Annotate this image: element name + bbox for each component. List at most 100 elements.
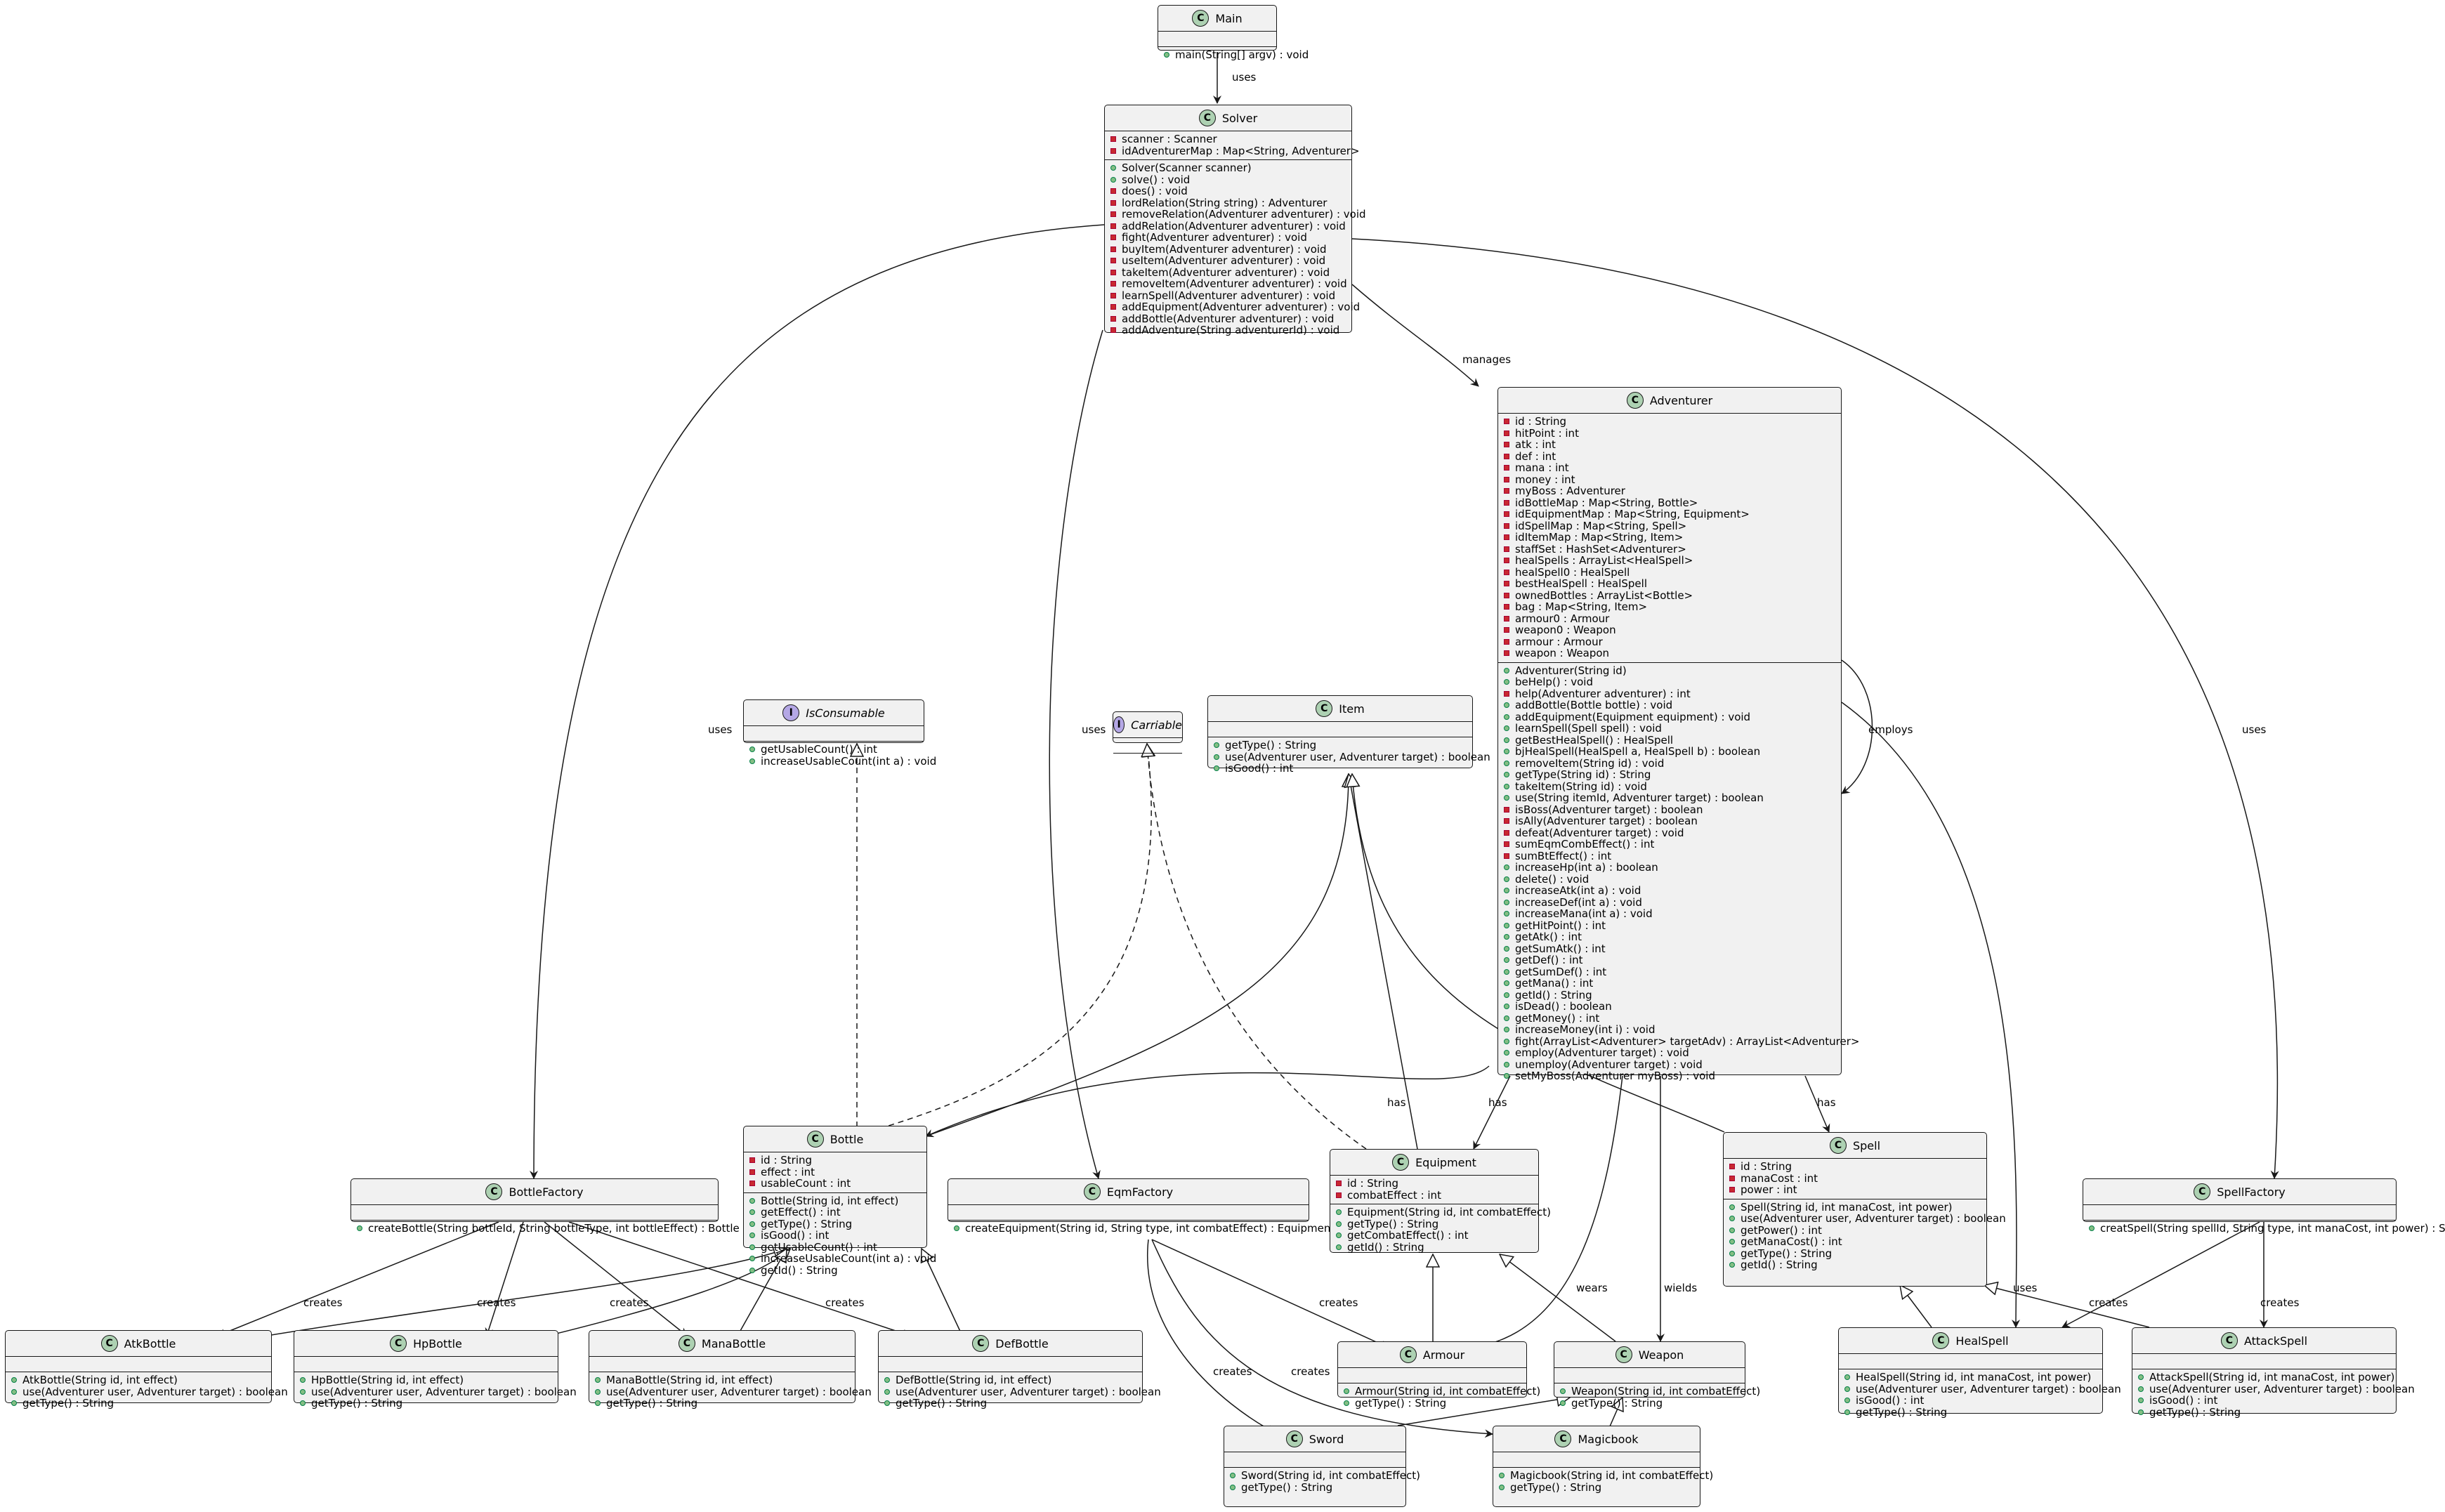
method-row: increaseHp(int a) : boolean	[1504, 862, 1835, 874]
public-visibility-icon	[595, 1388, 601, 1395]
method-text: lordRelation(String string) : Adventurer	[1122, 196, 1328, 209]
private-visibility-icon	[749, 1181, 755, 1187]
method-text: Spell(String id, int manaCost, int power…	[1741, 1200, 1953, 1214]
public-visibility-icon	[1499, 1473, 1505, 1479]
method-text: use(Adventurer user, Adventurer target) …	[2149, 1382, 2415, 1395]
gen-equipment-item	[1349, 774, 1418, 1150]
field-row: idAdventurerMap : Map<String, Adventurer…	[1110, 145, 1360, 157]
method-row: removeItem(String id) : void	[1504, 756, 1835, 770]
method-row: help(Adventurer adventurer) : int	[1504, 688, 1835, 700]
method-row: HealSpell(String id, int manaCost, int p…	[1844, 1372, 2097, 1383]
healspell-fields	[1839, 1354, 2102, 1369]
method-row: fight(ArrayList<Adventurer> targetAdv) :…	[1504, 1035, 1859, 1048]
public-visibility-icon	[2138, 1409, 2144, 1415]
method-row: getType() : String	[1230, 1481, 1400, 1494]
hpbottle-name: HpBottle	[413, 1336, 462, 1350]
method-row: removeRelation(Adventurer adventurer) : …	[1110, 209, 1366, 221]
method-row: increaseUsableCount(int a) : void	[749, 755, 936, 768]
public-visibility-icon	[1504, 760, 1509, 766]
method-row: getSumDef() : int	[1504, 966, 1835, 978]
method-text: isGood() : int	[1856, 1394, 1925, 1407]
class-badge-icon: C	[485, 1183, 503, 1200]
method-row: beHelp() : void	[1504, 676, 1835, 688]
field-row: power : int	[1729, 1184, 1981, 1196]
public-visibility-icon	[1230, 1484, 1235, 1490]
field-text: bag : Map<String, Item>	[1515, 600, 1648, 613]
bottlefactory-fields	[351, 1205, 718, 1220]
method-row: use(Adventurer user, Adventurer target) …	[884, 1386, 1161, 1398]
method-row: Equipment(String id, int combatEffect)	[1336, 1207, 1551, 1218]
class-badge-icon: C	[1392, 1154, 1410, 1171]
public-visibility-icon	[1504, 957, 1509, 964]
public-visibility-icon	[1164, 52, 1169, 58]
manabottle-methods: ManaBottle(String id, int effect)use(Adv…	[589, 1372, 872, 1412]
private-visibility-icon	[1110, 246, 1116, 252]
method-text: getUsableCount() : int	[761, 743, 877, 756]
method-text: Solver(Scanner scanner)	[1122, 162, 1252, 174]
method-text: solve() : void	[1122, 173, 1191, 186]
field-text: usableCount : int	[761, 1177, 851, 1190]
gen-weapon-equipment	[1500, 1254, 1616, 1342]
public-visibility-icon	[884, 1388, 890, 1395]
method-row: DefBottle(String id, int effect)	[884, 1374, 1136, 1386]
field-text: myBoss : Adventurer	[1515, 485, 1625, 497]
private-visibility-icon	[1504, 638, 1509, 645]
main-name: Main	[1215, 11, 1243, 25]
label-solver-spellfactory: uses	[2242, 723, 2267, 736]
public-visibility-icon	[1504, 737, 1509, 743]
method-text: increaseUsableCount(int a) : void	[761, 1252, 937, 1265]
gen-def-bottle	[922, 1249, 963, 1336]
field-row: armour0 : Armour	[1504, 612, 1835, 625]
public-visibility-icon	[1504, 679, 1509, 685]
public-visibility-icon	[1336, 1232, 1342, 1239]
label-ef-sword: creates	[1213, 1365, 1252, 1378]
public-visibility-icon	[11, 1377, 17, 1383]
public-visibility-icon	[300, 1388, 306, 1395]
method-text: help(Adventurer adventurer) : int	[1515, 687, 1691, 700]
public-visibility-icon	[1214, 742, 1219, 749]
magicbook-methods: Magicbook(String id, int combatEffect)ge…	[1493, 1467, 1713, 1496]
method-text: increaseHp(int a) : boolean	[1515, 861, 1658, 874]
label-solver-eqmfactory: uses	[1082, 723, 1106, 736]
field-row: weapon0 : Weapon	[1504, 624, 1835, 636]
method-text: use(Adventurer user, Adventurer target) …	[22, 1385, 288, 1398]
method-text: use(Adventurer user, Adventurer target) …	[1225, 750, 1490, 763]
private-visibility-icon	[1110, 304, 1116, 310]
eqmfactory-name: EqmFactory	[1106, 1185, 1174, 1199]
private-visibility-icon	[1504, 546, 1509, 552]
field-row: idSpellMap : Map<String, Spell>	[1504, 520, 1835, 532]
label-adventurer-armour: wears	[1576, 1282, 1608, 1294]
method-row: sumBtEffect() : int	[1504, 850, 1835, 862]
method-text: use(Adventurer user, Adventurer target) …	[1856, 1382, 2121, 1395]
isconsumable-fields	[744, 726, 924, 741]
method-text: employ(Adventurer target) : void	[1515, 1046, 1689, 1059]
field-row: armour : Armour	[1504, 636, 1835, 648]
public-visibility-icon	[2138, 1398, 2144, 1404]
method-text: getType(String id) : String	[1515, 768, 1651, 781]
field-row: scanner : Scanner	[1110, 133, 1346, 145]
method-text: getType() : String	[1741, 1247, 1833, 1260]
public-visibility-icon	[1504, 876, 1509, 882]
method-text: increaseUsableCount(int a) : void	[761, 754, 937, 768]
method-text: removeItem(String id) : void	[1515, 756, 1665, 770]
public-visibility-icon	[1504, 714, 1509, 720]
field-text: armour : Armour	[1515, 635, 1603, 648]
public-visibility-icon	[1729, 1216, 1735, 1222]
public-visibility-icon	[749, 1244, 755, 1250]
private-visibility-icon	[1504, 419, 1509, 425]
adventurer-name: Adventurer	[1649, 393, 1713, 407]
private-visibility-icon	[1504, 853, 1509, 859]
method-row: getManaCost() : int	[1729, 1236, 1981, 1248]
public-visibility-icon	[1230, 1473, 1235, 1479]
field-text: idEquipmentMap : Map<String, Equipment>	[1515, 508, 1750, 520]
field-row: manaCost : int	[1729, 1172, 1981, 1185]
public-visibility-icon	[1504, 911, 1509, 917]
main-fields	[1158, 32, 1276, 46]
edge-bf-mana	[544, 1221, 688, 1336]
bottlefactory-name: BottleFactory	[509, 1185, 584, 1199]
